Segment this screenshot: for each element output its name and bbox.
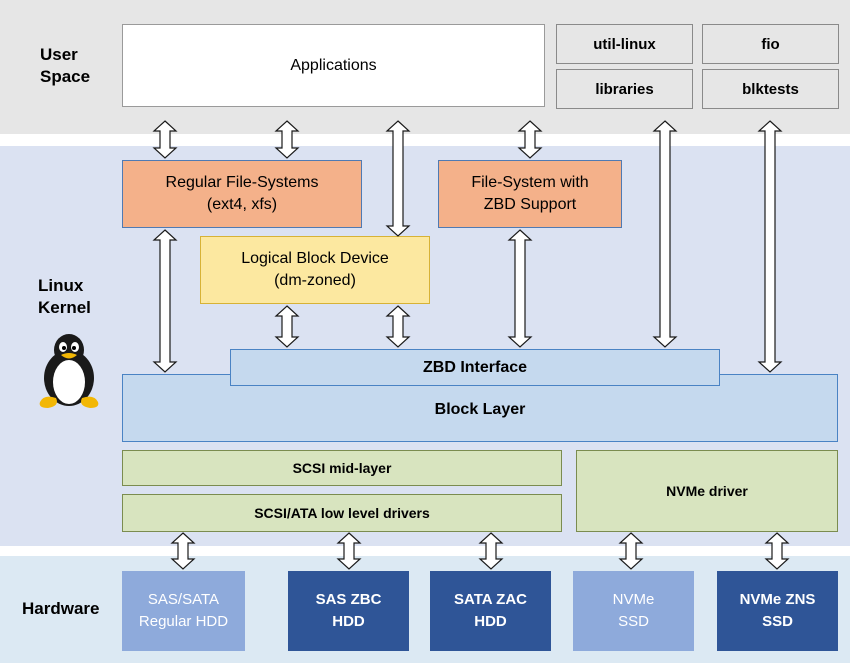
nvme-zns-ssd-box: NVMe ZNS SSD: [717, 571, 838, 651]
sas-zbc-hdd-box: SAS ZBC HDD: [288, 571, 409, 651]
double-arrow-icon: [170, 532, 196, 570]
double-arrow-icon: [336, 532, 362, 570]
nvme-driver-box: NVMe driver: [576, 450, 838, 532]
double-arrow-icon: [385, 120, 411, 237]
libraries-box: libraries: [556, 69, 693, 109]
double-arrow-icon: [152, 120, 178, 159]
scsi-mid-layer-box: SCSI mid-layer: [122, 450, 562, 486]
tux-penguin-icon: [39, 334, 99, 408]
double-arrow-icon: [652, 120, 678, 348]
scsi-ata-drivers-box: SCSI/ATA low level drivers: [122, 494, 562, 532]
nvme-ssd-box: NVMe SSD: [573, 571, 694, 651]
double-arrow-icon: [274, 120, 300, 159]
double-arrow-icon: [507, 229, 533, 348]
fio-box: fio: [702, 24, 839, 64]
hardware-label: Hardware: [22, 599, 100, 618]
double-arrow-icon: [478, 532, 504, 570]
logical-block-device-box: Logical Block Device (dm-zoned): [200, 236, 430, 304]
double-arrow-icon: [757, 120, 783, 373]
regular-filesystems-box: Regular File-Systems (ext4, xfs): [122, 160, 362, 228]
double-arrow-icon: [152, 229, 178, 373]
double-arrow-icon: [764, 532, 790, 570]
blktests-box: blktests: [702, 69, 839, 109]
double-arrow-icon: [274, 305, 300, 348]
util-linux-box: util-linux: [556, 24, 693, 64]
double-arrow-icon: [385, 305, 411, 348]
double-arrow-icon: [618, 532, 644, 570]
double-arrow-icon: [517, 120, 543, 159]
sas-sata-regular-hdd-box: SAS/SATA Regular HDD: [122, 571, 245, 651]
sata-zac-hdd-box: SATA ZAC HDD: [430, 571, 551, 651]
user-space-label: User Space: [40, 45, 91, 86]
applications-box: Applications: [122, 24, 545, 107]
zbd-filesystem-box: File-System with ZBD Support: [438, 160, 622, 228]
zbd-interface-box: ZBD Interface: [230, 349, 720, 386]
linux-kernel-label: Linux Kernel: [38, 276, 91, 317]
